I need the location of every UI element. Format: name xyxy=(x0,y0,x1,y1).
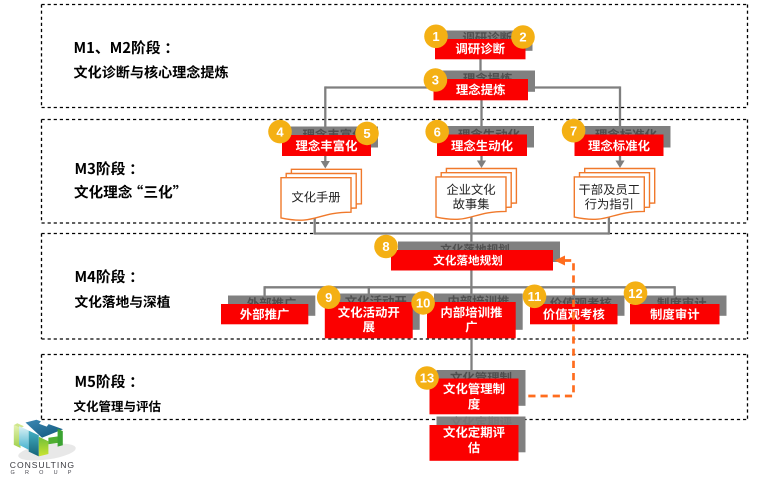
svg-text:1: 1 xyxy=(432,29,439,44)
svg-text:7: 7 xyxy=(570,123,577,138)
svg-text:CONSULTING: CONSULTING xyxy=(10,460,75,470)
svg-text:8: 8 xyxy=(382,239,389,254)
svg-text:13: 13 xyxy=(420,371,434,386)
svg-text:11: 11 xyxy=(528,289,542,304)
svg-text:GROUP: GROUP xyxy=(11,470,82,476)
svg-text:5: 5 xyxy=(363,126,370,141)
svg-text:12: 12 xyxy=(628,286,642,301)
svg-text:3: 3 xyxy=(432,73,439,88)
svg-text:9: 9 xyxy=(325,290,332,305)
svg-text:6: 6 xyxy=(434,124,441,139)
svg-text:4: 4 xyxy=(276,124,284,139)
svg-text:10: 10 xyxy=(416,296,430,311)
svg-text:2: 2 xyxy=(519,30,526,45)
